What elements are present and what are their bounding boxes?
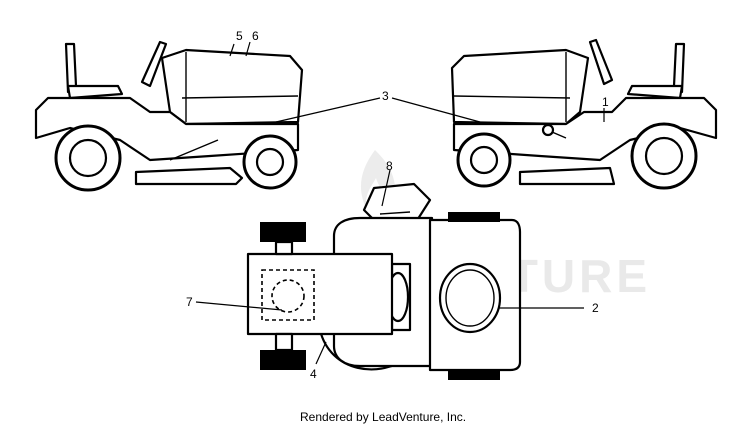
front-wheel-hub-right (469, 145, 499, 175)
hood-right (450, 48, 590, 126)
rear-wheel-hub (68, 138, 108, 178)
left-side-view-mower (34, 40, 304, 192)
top-front-wheel-left (260, 222, 306, 242)
seat-back-right (672, 42, 686, 94)
leader-7 (195, 301, 283, 311)
top-rear-wheel-right (448, 370, 500, 380)
decal-dashed-circle (271, 279, 305, 313)
hood-line (181, 95, 299, 99)
callout-6: 6 (252, 29, 259, 43)
callout-3: 3 (382, 89, 389, 103)
leader-5 (229, 43, 235, 57)
frame-right (452, 96, 718, 162)
mower-deck-right (518, 166, 616, 186)
front-wheel-hub (255, 147, 285, 177)
top-view-mower (246, 182, 522, 380)
callout-4: 4 (310, 367, 317, 381)
hood-line-right (453, 95, 571, 99)
lever-knob (541, 123, 555, 137)
callout-5: 5 (236, 29, 243, 43)
leader-8 (381, 169, 391, 207)
seat-back (64, 42, 78, 94)
steering-wheel (140, 40, 168, 88)
callout-1: 1 (602, 95, 609, 109)
top-rear-wheel-left (448, 212, 500, 222)
top-front-hood (246, 252, 394, 336)
rear-wheel-hub-right (644, 136, 684, 176)
top-seat (438, 262, 502, 334)
leader-3b (391, 97, 481, 123)
lever-rod (551, 131, 567, 139)
callout-7: 7 (186, 295, 193, 309)
callout-2: 2 (592, 301, 599, 315)
top-front-wheel-right (260, 350, 306, 370)
leader-6 (245, 41, 251, 57)
hood (160, 48, 304, 126)
leader-3a (275, 97, 381, 123)
leader-4 (315, 341, 327, 365)
discharge-chute (362, 182, 432, 224)
deck-lever (169, 139, 219, 161)
decal-dashed-outline (261, 269, 315, 321)
mower-deck (134, 166, 244, 186)
callout-8: 8 (386, 159, 393, 173)
top-front-axle (274, 240, 294, 256)
seat-cushion (66, 84, 124, 100)
steering-wheel-right (588, 38, 614, 86)
callouts: 5 6 3 1 8 7 2 4 (186, 29, 609, 381)
chute-inner (379, 211, 411, 215)
leader-lines (195, 41, 605, 365)
render-credit: Rendered by LeadVenture, Inc. (300, 410, 466, 424)
top-seat-inner (445, 269, 495, 327)
right-side-view-mower (450, 38, 718, 190)
seat-cushion-right (626, 84, 684, 100)
top-front-axle-2 (274, 332, 294, 352)
